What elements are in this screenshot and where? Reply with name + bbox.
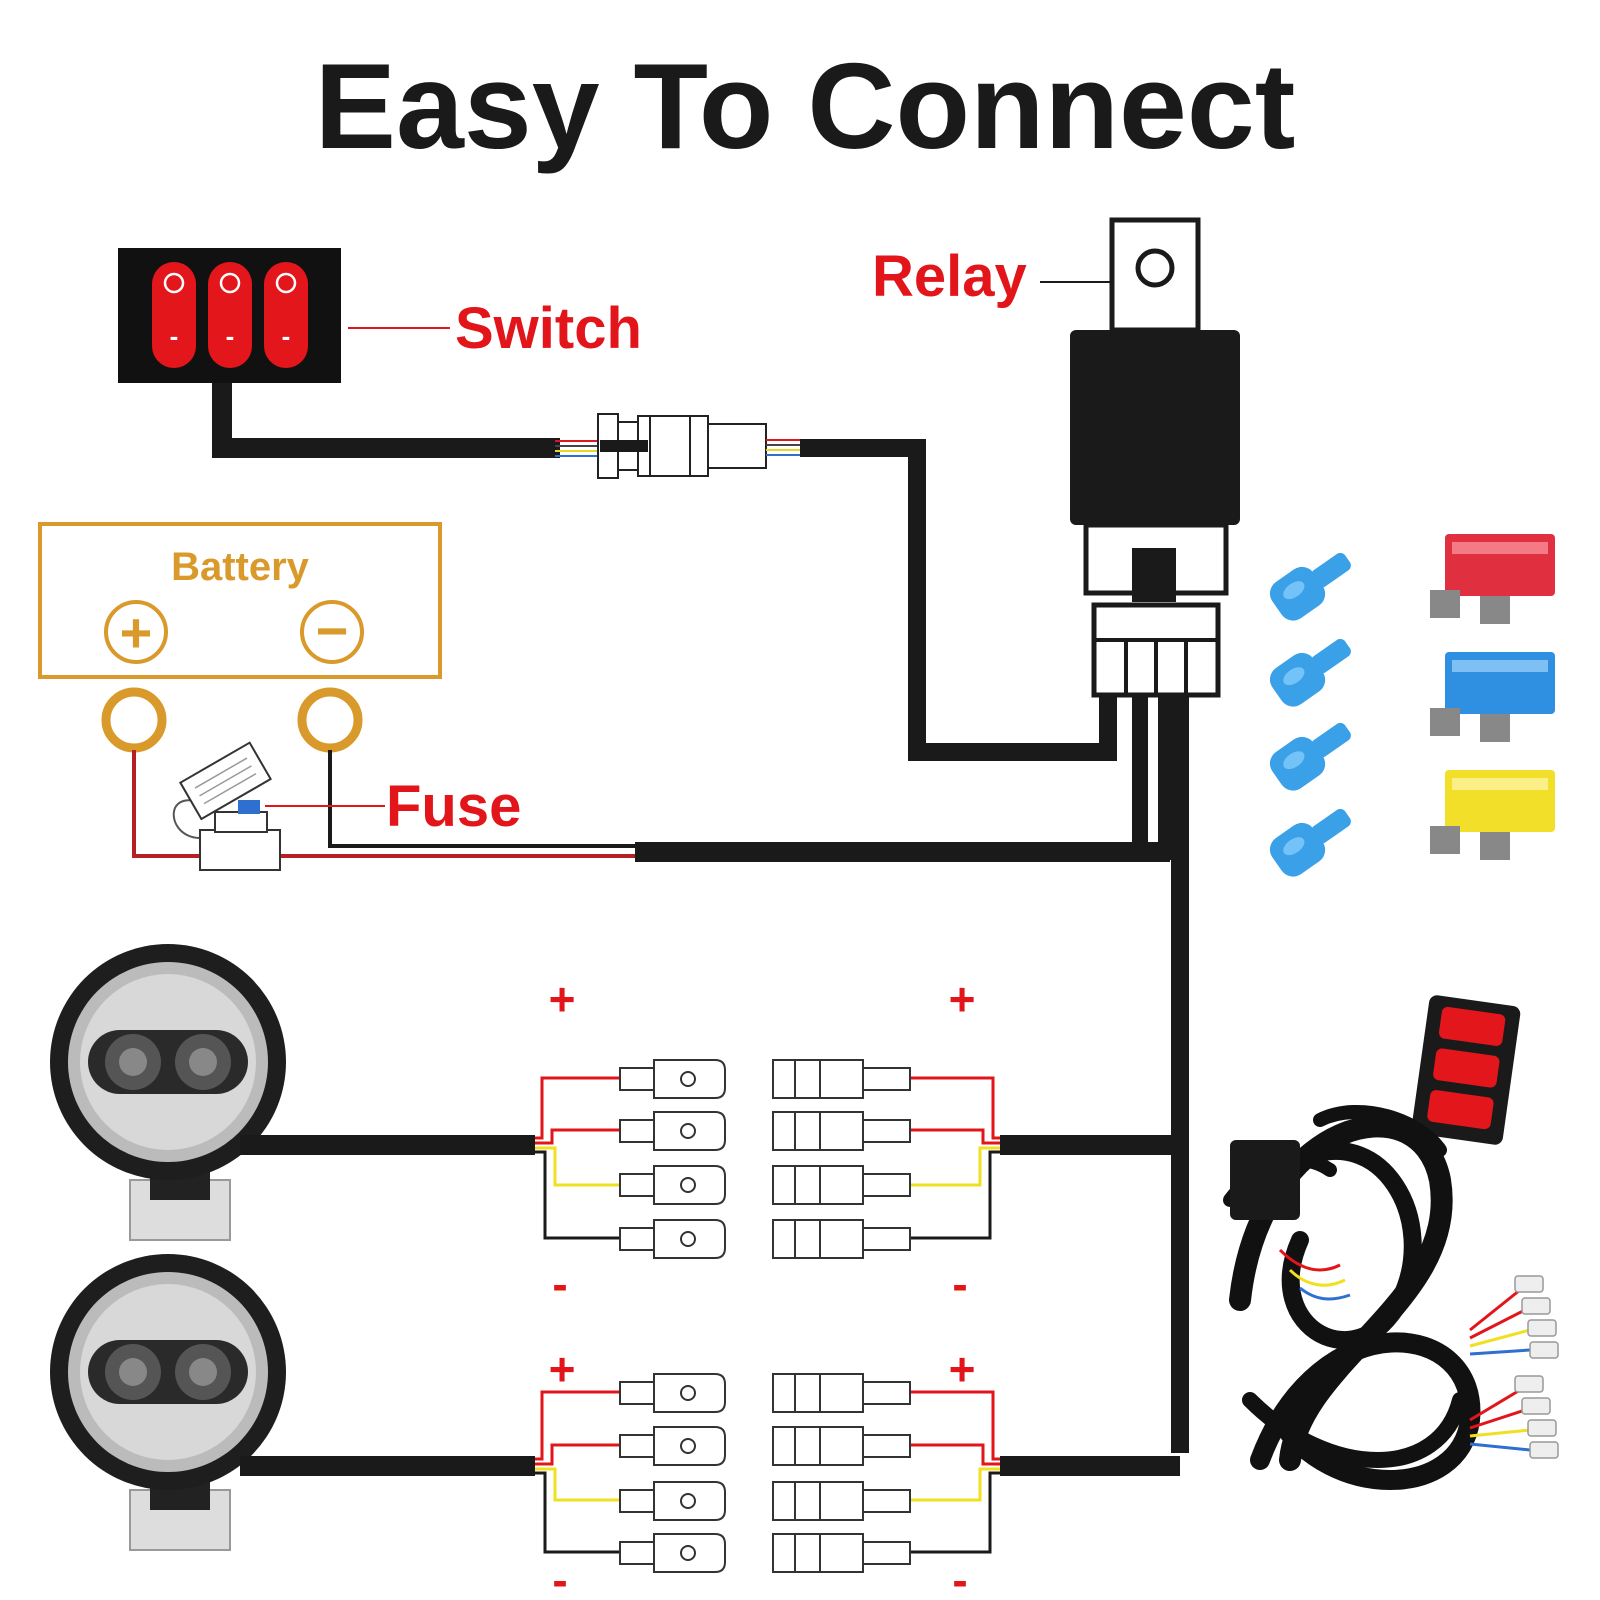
round-led-light-2 <box>50 1254 286 1551</box>
blue-terminal-icon <box>1269 552 1351 621</box>
polarity-plus-right-1: + <box>949 973 976 1025</box>
relay-label: Relay <box>872 244 1027 309</box>
blue-blade-fuse-icon <box>1430 652 1555 742</box>
harness-relay-block <box>1230 1140 1300 1220</box>
accessory-terminals <box>1269 552 1351 877</box>
harness-1-female-connectors <box>772 1059 1000 1259</box>
switch-plug-wires <box>555 440 605 457</box>
negative-ring-terminal <box>297 687 363 753</box>
positive-battery-wire <box>132 750 200 858</box>
harness-terminal-bundle-lower <box>1469 1375 1559 1459</box>
harness-terminal-bundle-upper <box>1469 1275 1559 1359</box>
wiring-harness-product-illustration <box>1223 995 1559 1490</box>
polarity-minus-right-1: - <box>952 1258 967 1310</box>
battery-negative-sign: − <box>316 599 349 662</box>
accessory-fuses <box>1430 534 1555 860</box>
harness-2-female-connectors <box>772 1373 1000 1573</box>
rocker-switch: - - - <box>118 248 341 383</box>
blue-terminal-icon <box>1269 638 1351 707</box>
switch-button-mark: - <box>226 321 235 351</box>
polarity-plus-right-2: + <box>949 1343 976 1395</box>
switch-button-mark: - <box>282 321 291 351</box>
negative-battery-wire <box>328 750 640 848</box>
red-blade-fuse-icon <box>1430 534 1555 624</box>
battery: Battery + − <box>38 522 442 679</box>
inline-fuse-holder <box>172 741 281 871</box>
blue-terminal-icon <box>1269 722 1351 791</box>
light-1-male-connectors <box>535 1059 726 1259</box>
harness-rocker-switch <box>1411 995 1521 1145</box>
round-led-light-1 <box>50 944 286 1241</box>
yellow-blade-fuse-icon <box>1430 770 1555 860</box>
polarity-minus-left-2: - <box>552 1554 567 1600</box>
fuse-label: Fuse <box>386 774 521 839</box>
relay-plug-wires <box>766 439 805 456</box>
positive-ring-terminal <box>101 687 167 753</box>
polarity-plus-left-2: + <box>549 1343 576 1395</box>
polarity-plus-left-1: + <box>549 973 576 1025</box>
switch-button-2: - <box>208 262 252 368</box>
page-title: Easy To Connect <box>315 38 1296 174</box>
switch-plug-connector <box>597 413 767 479</box>
relay <box>1070 217 1240 698</box>
battery-negative-icon <box>300 600 364 664</box>
battery-label: Battery <box>171 545 310 589</box>
switch-cable <box>212 383 560 458</box>
battery-positive-sign: + <box>120 601 153 664</box>
switch-button-mark: - <box>170 321 179 351</box>
switch-label: Switch <box>455 296 642 361</box>
light-2-male-connectors <box>535 1373 726 1573</box>
polarity-minus-left-1: - <box>552 1258 567 1310</box>
relay-control-cable <box>800 439 1117 761</box>
polarity-minus-right-2: - <box>952 1554 967 1600</box>
battery-positive-icon <box>104 600 168 664</box>
switch-button-3: - <box>264 262 308 368</box>
switch-button-1: - <box>152 262 196 368</box>
blue-terminal-icon <box>1269 808 1351 877</box>
